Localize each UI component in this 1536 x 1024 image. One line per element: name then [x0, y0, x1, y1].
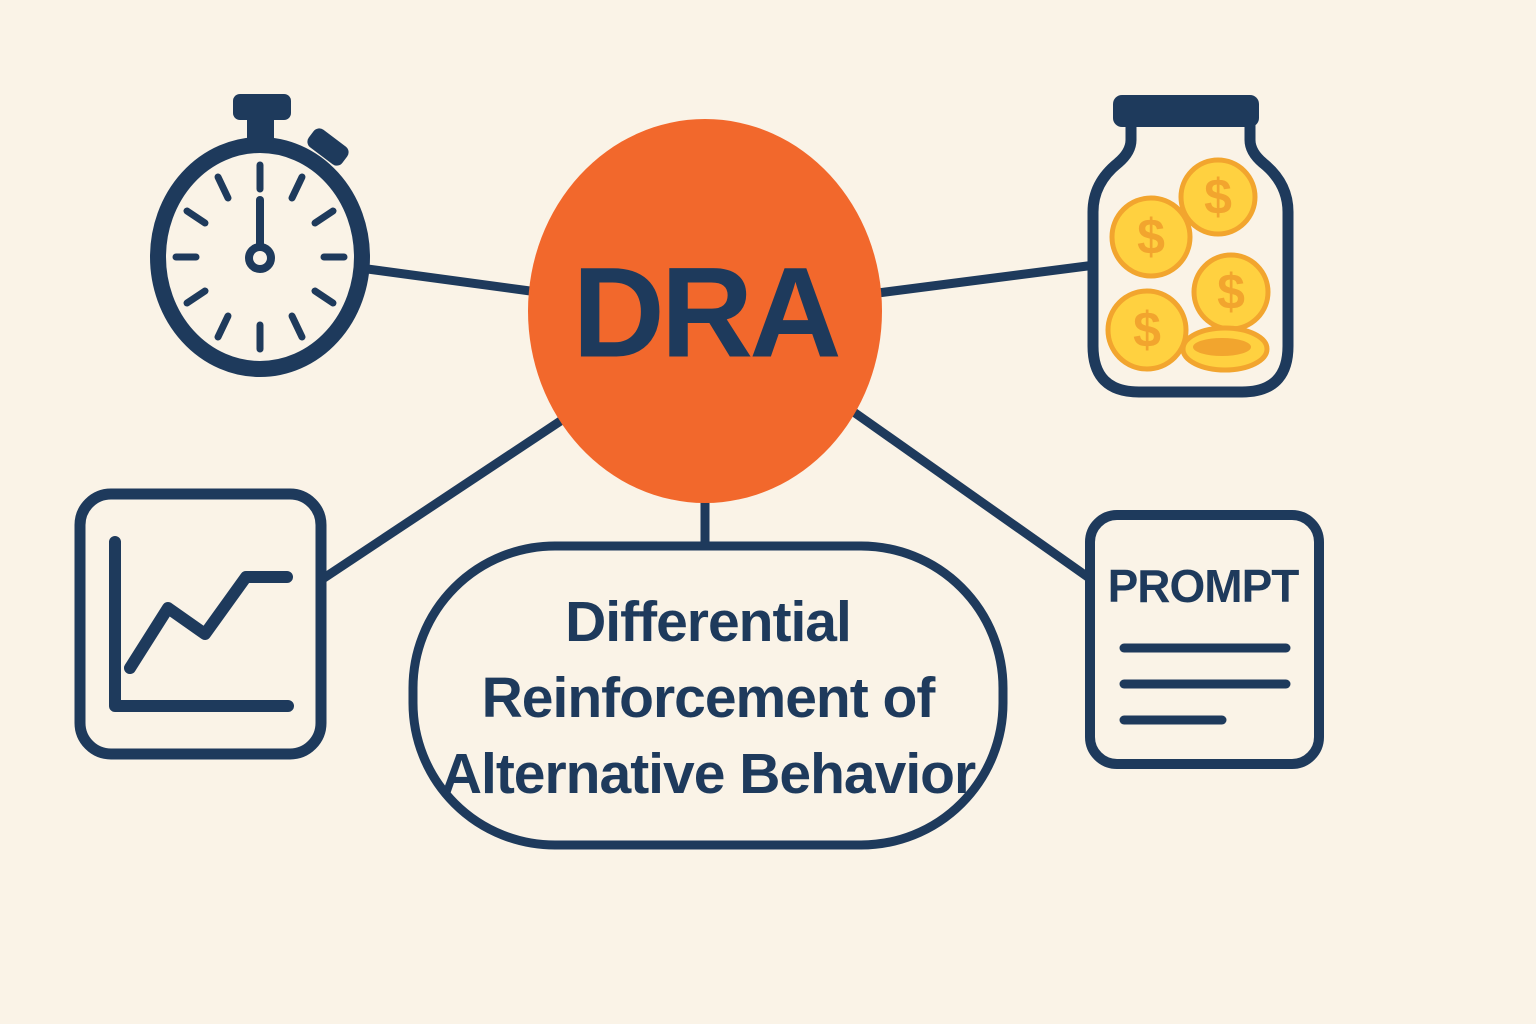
- stopwatch-tick: [214, 173, 232, 202]
- coin-icon: [1105, 288, 1189, 372]
- stopwatch-tick: [288, 312, 306, 341]
- chart-axes: [109, 536, 294, 712]
- connectors: [321, 260, 1096, 584]
- money-jar-icon: $ $ $ $: [1087, 95, 1294, 398]
- connector-money-jar: [869, 260, 1096, 299]
- stopwatch-tick: [214, 312, 232, 341]
- stopwatch-tick: [311, 207, 337, 227]
- definition-line-2: Reinforcement of: [482, 666, 937, 730]
- dra-label: DRA: [572, 242, 839, 385]
- stopwatch-tick: [311, 287, 337, 307]
- definition-line-3: Alternative Behavior: [441, 742, 976, 806]
- stopwatch-ticks: [172, 161, 348, 353]
- jar-lid: [1113, 95, 1259, 127]
- prompt-document-icon: PROMPT: [1085, 510, 1324, 769]
- dollar-sign: $: [1133, 302, 1161, 358]
- coin-icon: [1109, 195, 1193, 279]
- stopwatch-tick: [183, 287, 209, 307]
- prompt-card: [1085, 510, 1324, 769]
- stopwatch-crown-cap: [233, 94, 291, 120]
- dollar-sign: $: [1217, 264, 1245, 320]
- lying-coin-stripe: [1193, 338, 1251, 356]
- definition-pill-outline: [408, 541, 1008, 850]
- dra-circle: [528, 119, 882, 503]
- definition-line-1: Differential: [565, 590, 851, 654]
- prompt-title: PROMPT: [1108, 560, 1300, 612]
- chart-trend-line: [124, 571, 293, 674]
- coin-icon: [1178, 157, 1258, 237]
- dollar-sign: $: [1137, 209, 1165, 265]
- prompt-text-lines: [1119, 643, 1291, 725]
- dollar-sign: $: [1204, 169, 1232, 225]
- stopwatch-hub: [245, 243, 275, 273]
- dra-node: DRA: [528, 119, 882, 503]
- connector-prompt-card: [845, 404, 1095, 584]
- stopwatch-body: [150, 137, 370, 377]
- connector-stopwatch: [359, 263, 546, 298]
- stopwatch-tick: [183, 207, 209, 227]
- stopwatch-side-button: [307, 128, 349, 166]
- line-chart-icon: [74, 488, 327, 760]
- stopwatch-tick: [288, 173, 306, 202]
- connector-line-chart: [321, 414, 568, 582]
- definition-pill: Differential Reinforcement of Alternativ…: [408, 541, 1008, 850]
- jar-body: [1087, 125, 1294, 398]
- coins: $ $ $ $: [1105, 157, 1271, 373]
- chart-frame: [74, 488, 327, 760]
- stopwatch-icon: [150, 94, 370, 377]
